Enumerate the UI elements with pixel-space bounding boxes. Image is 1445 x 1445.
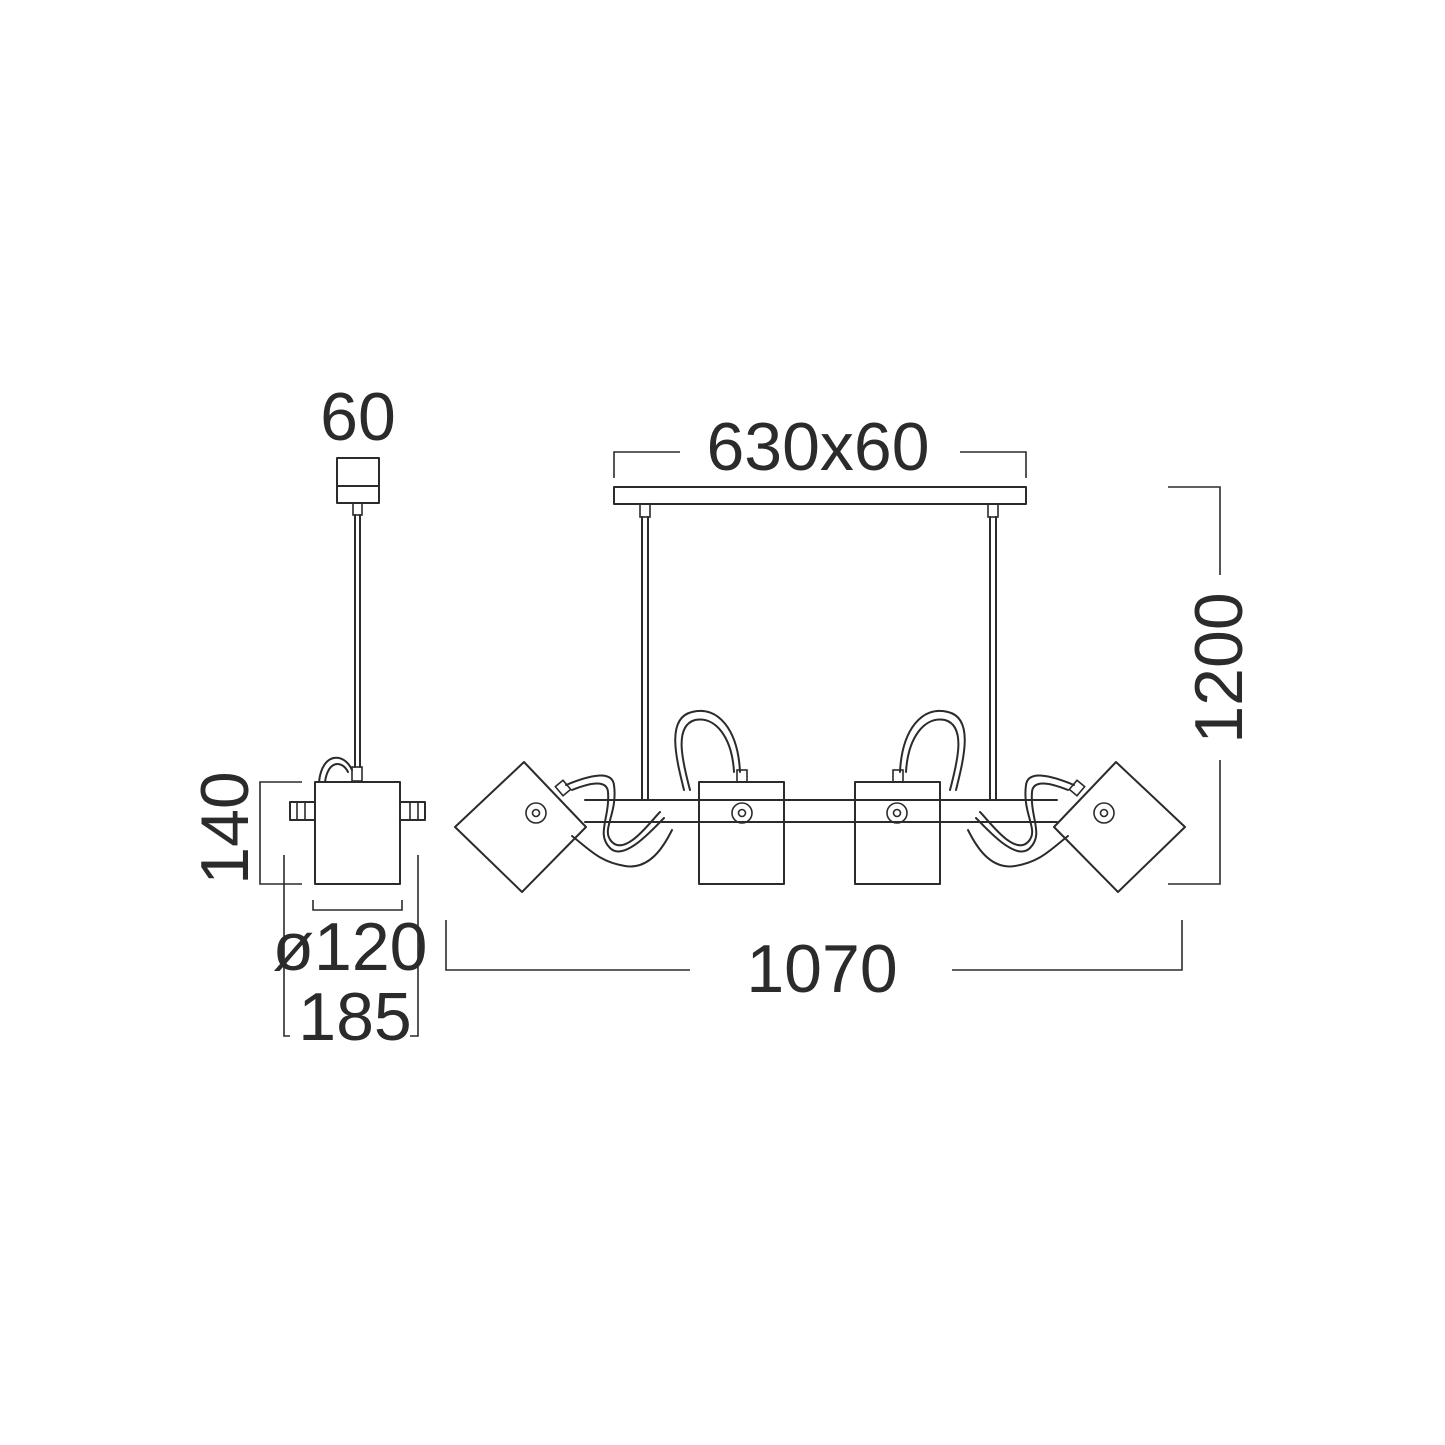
label-total-width: 1070 bbox=[746, 931, 897, 1007]
front-view bbox=[454, 486, 1186, 893]
side-suspension-cable bbox=[352, 502, 363, 768]
canopy bbox=[613, 486, 1027, 505]
label-shade-height: 140 bbox=[187, 771, 263, 884]
label-total-height: 1200 bbox=[1181, 592, 1257, 743]
spotlight-right bbox=[1053, 761, 1186, 893]
label-canopy-length: 630x60 bbox=[706, 409, 929, 485]
side-spotlight-shade bbox=[289, 781, 426, 885]
spotlight-left bbox=[454, 761, 587, 893]
label-shade-diameter: ø120 bbox=[273, 909, 428, 985]
side-canopy bbox=[336, 457, 380, 504]
spotlight-center-left bbox=[698, 769, 785, 885]
suspension-cables bbox=[639, 503, 999, 801]
side-view bbox=[289, 457, 426, 885]
lamp-bar bbox=[584, 799, 1058, 823]
power-wires bbox=[565, 709, 1075, 868]
dimension-labels: 60 630x60 1200 140 ø120 185 1070 bbox=[187, 379, 1257, 1055]
label-side-depth: 185 bbox=[298, 979, 411, 1055]
label-canopy-side-width: 60 bbox=[320, 379, 396, 455]
dimension-lines bbox=[259, 451, 1221, 1037]
spotlight-center-right bbox=[854, 769, 941, 885]
